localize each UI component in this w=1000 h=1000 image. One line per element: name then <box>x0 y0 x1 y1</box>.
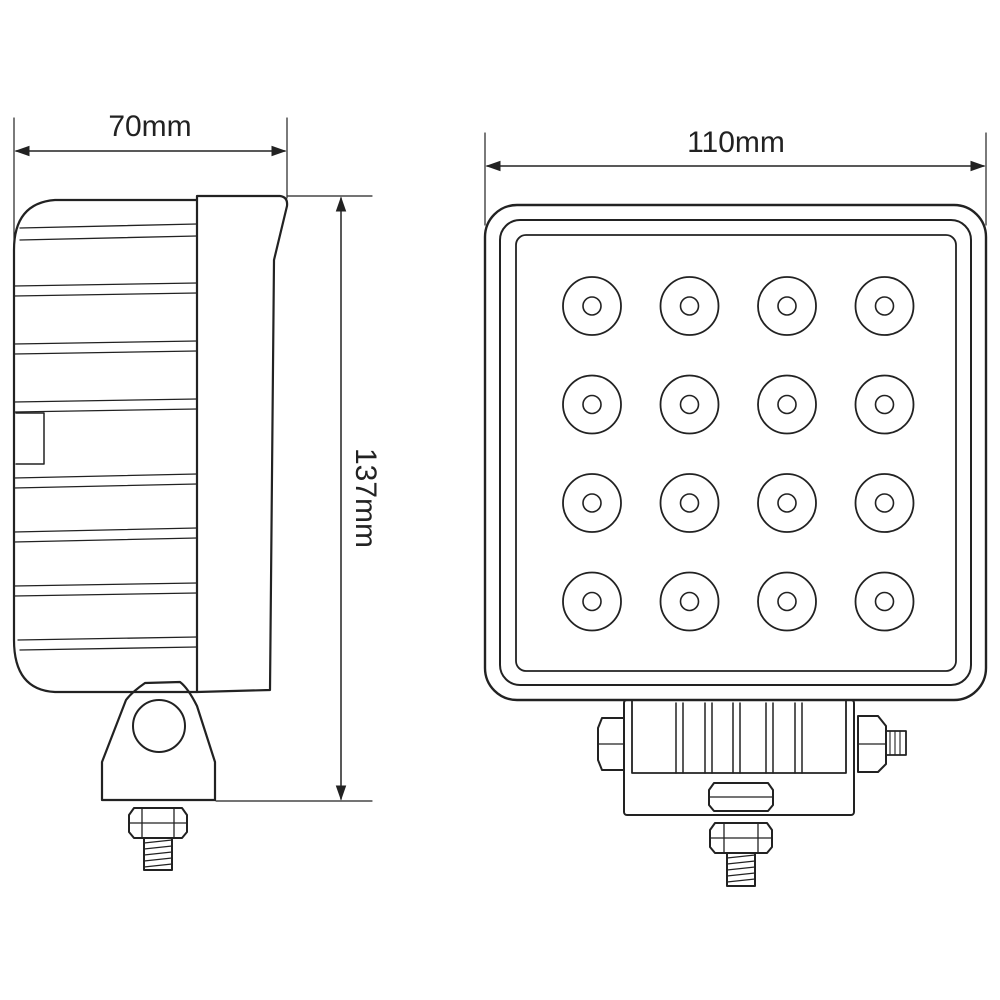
side-view: 70mm <box>12 110 382 871</box>
led-15 <box>757 571 817 632</box>
led-16 <box>854 571 915 632</box>
led-5-center <box>582 394 602 415</box>
bracket-base <box>623 699 855 816</box>
bracket-ribs <box>675 702 803 774</box>
led-16-center <box>874 591 895 612</box>
led-13-center <box>582 591 602 612</box>
side-stud-threads <box>143 839 173 868</box>
front-right-nut <box>857 715 887 773</box>
heatsink-fins <box>13 223 198 651</box>
led-3-center <box>777 296 797 316</box>
led-6 <box>659 374 720 435</box>
side-tab <box>15 412 45 465</box>
led-14-center <box>679 591 700 612</box>
led-11 <box>757 473 817 533</box>
front-stud-threads <box>726 854 756 883</box>
mounting-bracket <box>100 680 217 802</box>
dimension-label-110mm: 110mm <box>687 126 785 159</box>
front-view: 110mm <box>483 126 988 887</box>
led-7-center <box>777 394 797 415</box>
led-5 <box>562 374 622 435</box>
led-6-center <box>679 394 700 415</box>
led-13 <box>562 571 622 632</box>
bracket-body <box>631 699 847 774</box>
led-12-center <box>874 493 895 513</box>
led-1-center <box>582 296 602 316</box>
front-bezel <box>195 194 289 694</box>
side-nut <box>128 807 188 839</box>
led-3 <box>757 276 817 336</box>
dimension-label-70mm: 70mm <box>108 110 191 143</box>
led-2 <box>659 276 720 336</box>
led-4 <box>854 276 915 336</box>
bracket-bolt <box>132 699 186 753</box>
led-11-center <box>777 493 797 513</box>
led-1 <box>562 276 622 336</box>
led-10-center <box>679 493 700 513</box>
front-right-bolt-end <box>885 730 907 756</box>
led-4-center <box>874 296 895 316</box>
front-housing-inner <box>499 219 972 686</box>
led-15-center <box>777 591 797 612</box>
led-9-center <box>582 493 602 513</box>
led-14 <box>659 571 720 632</box>
led-8-center <box>874 394 895 415</box>
led-2-center <box>679 296 700 316</box>
front-housing <box>483 203 988 702</box>
led-8 <box>854 374 915 435</box>
front-center-nut <box>708 782 774 812</box>
front-left-nut <box>597 717 625 771</box>
dimension-label-137mm: 137mm <box>349 448 382 548</box>
led-grid <box>562 276 915 632</box>
led-9 <box>562 473 622 533</box>
front-bottom-nut <box>709 822 773 854</box>
side-stud <box>143 837 173 871</box>
heatsink-body <box>12 198 199 694</box>
led-10 <box>659 473 720 533</box>
led-7 <box>757 374 817 435</box>
lens-panel <box>515 234 957 672</box>
led-12 <box>854 473 915 533</box>
